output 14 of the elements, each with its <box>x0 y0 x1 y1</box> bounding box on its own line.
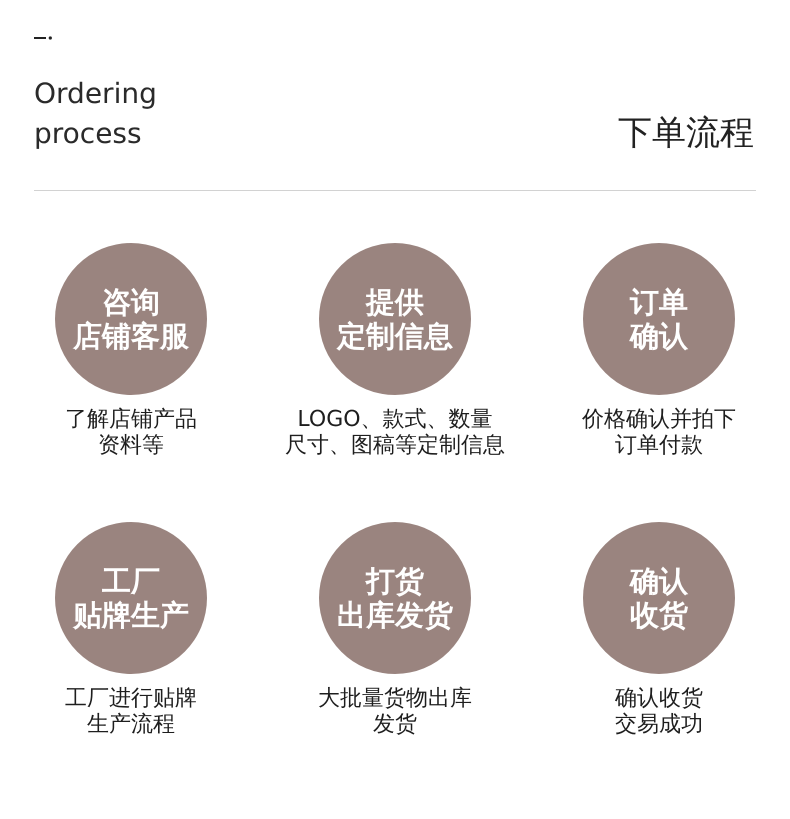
step-title: 提供定制信息 <box>337 285 453 353</box>
step-title: 咨询店铺客服 <box>73 285 189 353</box>
step-description: 了解店铺产品资料等 <box>65 407 197 459</box>
step-title: 工厂贴牌生产 <box>73 564 189 632</box>
step-description: 确认收货交易成功 <box>615 686 703 738</box>
step-description: 大批量货物出库发货 <box>318 686 472 738</box>
heading: 下单流程 <box>618 112 754 154</box>
step-title: 确认收货 <box>630 564 688 632</box>
step-title: 打货出库发货 <box>337 564 453 632</box>
step-title: 订单确认 <box>630 285 688 353</box>
step-description: 工厂进行贴牌生产流程 <box>65 686 197 738</box>
step-description: LOGO、款式、数量尺寸、图稿等定制信息 <box>285 407 505 459</box>
step-description: 价格确认并拍下订单付款 <box>582 407 736 459</box>
heading: Ordering process <box>34 76 158 152</box>
